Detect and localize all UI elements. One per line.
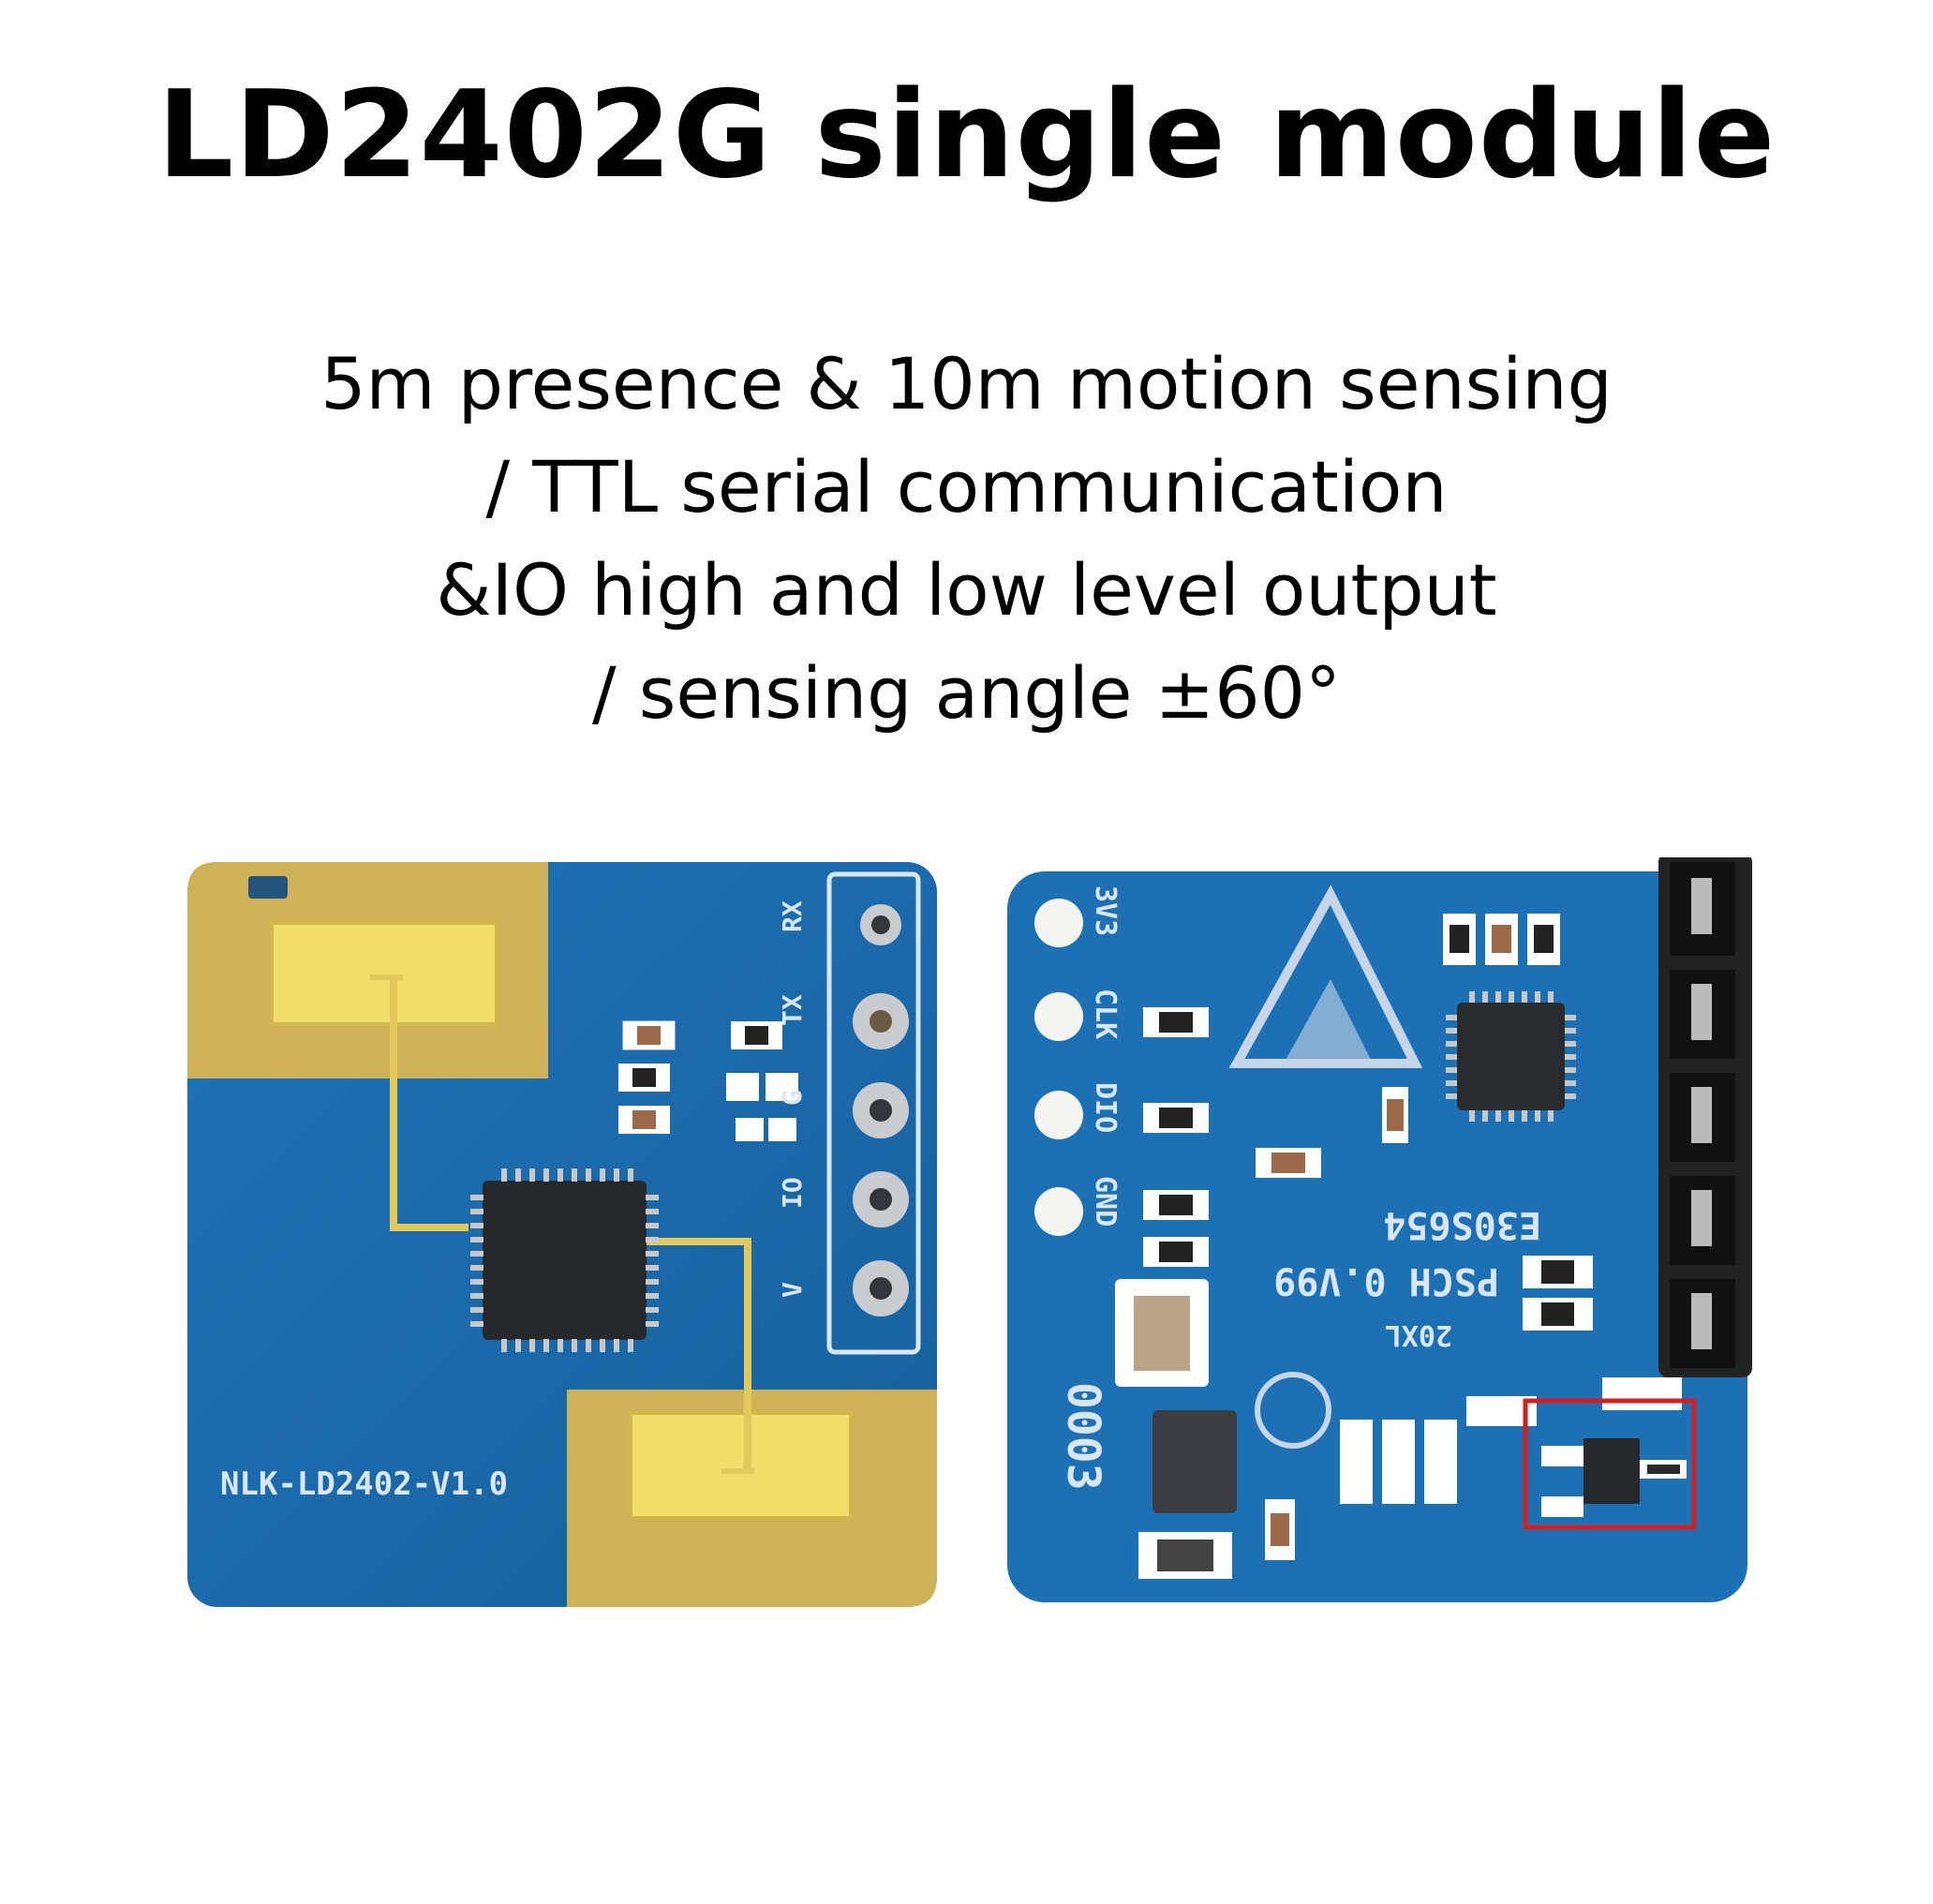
feature-line: / TTL serial communication xyxy=(485,445,1448,528)
back-pin-label: CLK xyxy=(1089,989,1122,1039)
mcu-chip xyxy=(1457,1003,1565,1110)
feature-line: &IO high and low level output xyxy=(436,548,1497,632)
front-pin-label: G xyxy=(777,1090,808,1106)
castellated-pads xyxy=(1034,899,1083,1236)
chip-marking: PSCH 0.V99 xyxy=(1273,1259,1499,1302)
back-board-photo: 3V3 CLK DIO GND 0003 E30S654 PSCH 0.V99 xyxy=(1007,857,1752,1602)
front-pin-label: V xyxy=(777,1282,808,1298)
recycle-logo xyxy=(1255,1372,1331,1449)
board-label: NLK-LD2402-V1.0 xyxy=(220,1465,508,1503)
front-board-photo: RX TX G IO V NLK-LD2402-V1.0 xyxy=(187,862,937,1607)
back-pin-label: GND xyxy=(1089,1176,1122,1227)
front-pin-label: RX xyxy=(777,900,808,932)
back-pin-label: 3V3 xyxy=(1089,885,1122,936)
pin-header xyxy=(1658,857,1752,1377)
page-title: LD2402G single module xyxy=(156,66,1777,205)
back-pin-label: DIO xyxy=(1089,1082,1122,1133)
feature-line: / sensing angle ±60° xyxy=(592,651,1341,735)
feature-line: 5m presence & 10m motion sensing xyxy=(320,342,1613,425)
radar-chip xyxy=(483,1181,647,1340)
smd-components xyxy=(1115,914,1682,1579)
header-pads xyxy=(853,904,909,1316)
chip-marking: 20XL xyxy=(1385,1318,1452,1351)
chip-marking: E30S654 xyxy=(1383,1203,1541,1246)
antenna-patch xyxy=(270,921,498,1026)
smd-components xyxy=(618,1020,798,1141)
feature-list: 5m presence & 10m motion sensing / TTL s… xyxy=(0,333,1933,745)
board-id: 0003 xyxy=(1057,1382,1109,1491)
pin-header-frame xyxy=(826,871,921,1355)
front-pin-label: IO xyxy=(777,1177,808,1209)
front-pin-label: TX xyxy=(777,994,808,1026)
highlight-box xyxy=(1523,1398,1697,1530)
sot23-transistor xyxy=(1541,1438,1687,1517)
antenna-patch xyxy=(629,1411,853,1520)
